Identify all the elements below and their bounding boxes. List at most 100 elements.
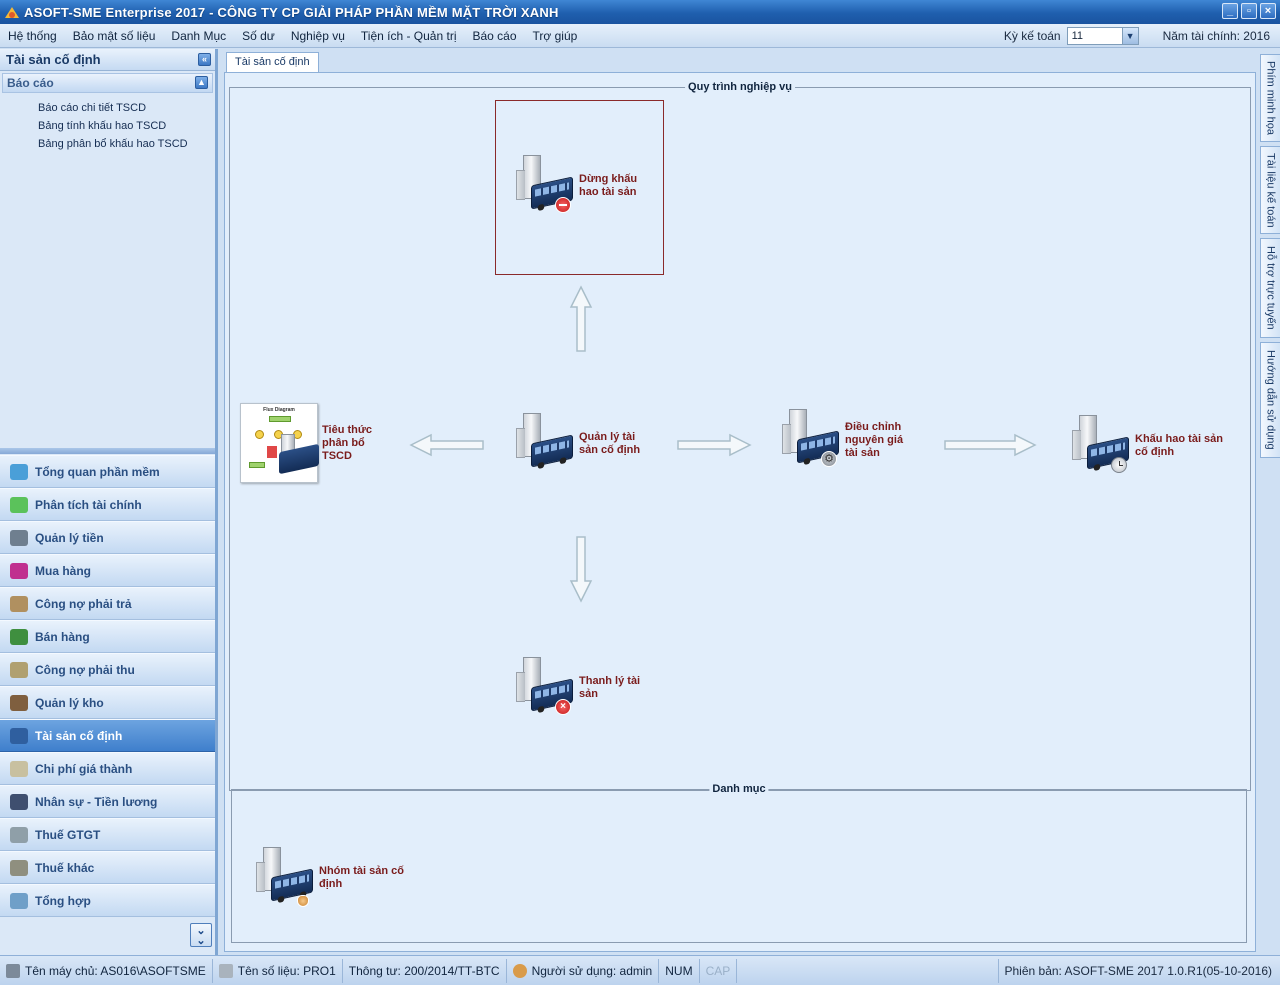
node-label: Khấu hao tài sản cố định: [1135, 433, 1224, 458]
left-pane-title-text: Tài sản cố định: [6, 52, 101, 67]
menu-he-thong[interactable]: Hệ thống: [8, 28, 57, 43]
period-label: Kỳ kế toán: [1003, 29, 1061, 43]
selected-node-frame: [495, 100, 664, 275]
nav-label: Tổng quan phần mềm: [35, 464, 160, 479]
database-text: Tên số liệu: PRO1: [237, 963, 336, 978]
node-nhom-tai-san[interactable]: Nhóm tài sản cố định: [249, 845, 419, 911]
node-dieu-chinh[interactable]: ⚙ Điều chỉnh nguyên giá tài sản: [775, 407, 915, 473]
user-text: Người sử dụng: admin: [531, 963, 653, 978]
rtab-label: Phím minh họa: [1264, 61, 1277, 135]
period-select[interactable]: 11 ▼: [1066, 27, 1139, 45]
node-khau-hao[interactable]: Khấu hao tài sản cố định: [1065, 413, 1235, 479]
asset-stop-icon: [509, 153, 575, 219]
server-text: Tên máy chủ: AS016\ASOFTSME: [25, 963, 206, 978]
overview-icon: [10, 463, 28, 480]
nav-chi-phi[interactable]: Chi phí giá thành: [0, 752, 215, 785]
reports-header[interactable]: Báo cáo ▲: [2, 73, 213, 93]
purchase-icon: [10, 562, 28, 579]
node-label: Tiêu thức phân bổ TSCD: [322, 423, 372, 462]
node-label: Thanh lý tài sản: [579, 675, 641, 700]
nav-mua-hang[interactable]: Mua hàng: [0, 554, 215, 587]
nav-label: Công nợ phải trả: [35, 596, 132, 611]
collapse-up-icon[interactable]: ▲: [195, 76, 208, 89]
asset-icon: [509, 411, 575, 477]
catalog-title: Danh mục: [709, 783, 769, 795]
node-label: Quản lý tài sản cố định: [579, 431, 641, 456]
period-value: 11: [1071, 30, 1084, 42]
status-server: Tên máy chủ: AS016\ASOFTSME: [0, 958, 213, 983]
tab-tai-lieu[interactable]: Tài liệu kế toán: [1260, 146, 1280, 234]
report-link-phan-bo[interactable]: Bảng phân bổ khấu hao TSCD: [38, 138, 188, 150]
status-version: Phiên bản: ASOFT-SME 2017 1.0.R1(05-10-2…: [997, 959, 1272, 983]
tab-ho-tro[interactable]: Hỗ trợ trực tuyến: [1260, 238, 1280, 338]
nav-label: Quản lý tiền: [35, 530, 104, 545]
restore-button[interactable]: ▫: [1241, 3, 1257, 19]
asset-cancel-icon: ×: [509, 655, 575, 721]
module-nav: Tổng quan phần mềm Phân tích tài chính Q…: [0, 455, 215, 917]
node-dung-khau-hao[interactable]: Dừng khấu hao tài sản: [509, 153, 649, 219]
nav-nhan-su[interactable]: Nhân sự - Tiền lương: [0, 785, 215, 818]
menu-danh-muc[interactable]: Danh Mục: [171, 28, 227, 43]
tab-huong-dan[interactable]: Hướng dẫn sử dụng: [1260, 342, 1280, 458]
status-database: Tên số liệu: PRO1: [213, 958, 343, 983]
nav-cong-no-tra[interactable]: Công nợ phải trả: [0, 587, 215, 620]
summary-icon: [10, 892, 28, 909]
receivable-icon: [10, 661, 28, 678]
nav-quan-ly-kho[interactable]: Quản lý kho: [0, 686, 215, 719]
menu-so-du[interactable]: Số dư: [242, 28, 275, 43]
node-thanh-ly[interactable]: × Thanh lý tài sản: [509, 655, 649, 721]
nav-tong-hop[interactable]: Tổng hợp: [0, 884, 215, 917]
report-list: Báo cáo chi tiết TSCD Bảng tính khấu hao…: [0, 93, 215, 153]
menu-tien-ich[interactable]: Tiện ích - Quản trị: [360, 28, 457, 43]
tax-icon: [10, 859, 28, 876]
chevron-down-icon[interactable]: ▼: [1121, 28, 1138, 44]
asset-gear-icon: ⚙: [775, 407, 841, 473]
app-logo-icon: [4, 4, 20, 20]
fiscal-year: Năm tài chính: 2016: [1162, 29, 1270, 43]
server-icon: [6, 963, 20, 978]
arrow-up-icon: [569, 285, 593, 352]
arrow-right-icon: [677, 433, 752, 457]
title-bar: ASOFT-SME Enterprise 2017 - CÔNG TY CP G…: [0, 0, 1280, 24]
tab-tai-san[interactable]: Tài sản cố định: [226, 52, 319, 72]
asset-icon: [10, 727, 28, 744]
node-label: Điều chỉnh nguyên giá tài sản: [845, 420, 904, 459]
workflow-title: Quy trình nghiệp vụ: [685, 81, 795, 93]
nav-phan-tich[interactable]: Phân tích tài chính: [0, 488, 215, 521]
nav-label: Chi phí giá thành: [35, 761, 133, 776]
minimize-button[interactable]: _: [1222, 3, 1238, 19]
status-circular: Thông tư: 200/2014/TT-BTC: [343, 958, 507, 983]
tab-phim-minh-hoa[interactable]: Phím minh họa: [1260, 54, 1280, 142]
nav-cong-no-thu[interactable]: Công nợ phải thu: [0, 653, 215, 686]
node-label: Nhóm tài sản cố định: [319, 865, 404, 890]
nav-label: Tổng hợp: [35, 893, 91, 908]
arrow-down-icon: [569, 536, 593, 603]
menu-bao-cao[interactable]: Báo cáo: [472, 28, 517, 43]
nav-label: Phân tích tài chính: [35, 497, 142, 512]
left-pane: Tài sản cố định « Báo cáo ▲ Báo cáo chi …: [0, 49, 218, 955]
close-button[interactable]: ×: [1260, 3, 1276, 19]
menu-tro-giup[interactable]: Trợ giúp: [532, 28, 578, 43]
right-sidebar: Phím minh họa Tài liệu kế toán Hỗ trợ tr…: [1258, 52, 1280, 952]
pane-splitter[interactable]: [0, 448, 215, 454]
more-modules-button[interactable]: ⌄⌄: [190, 923, 212, 947]
report-link-chi-tiet[interactable]: Báo cáo chi tiết TSCD: [38, 102, 147, 114]
vat-icon: [10, 826, 28, 843]
node-tieu-thuc[interactable]: Flux Diagram Tiêu thức phân bổ TSCD: [240, 403, 386, 483]
nav-thue-khac[interactable]: Thuế khác: [0, 851, 215, 884]
report-link-bang-tinh[interactable]: Bảng tính khấu hao TSCD: [38, 120, 167, 132]
nav-quan-ly-tien[interactable]: Quản lý tiền: [0, 521, 215, 554]
menu-bao-mat[interactable]: Bảo mật số liệu: [72, 28, 156, 43]
sales-icon: [10, 628, 28, 645]
nav-ban-hang[interactable]: Bán hàng: [0, 620, 215, 653]
menu-nghiep-vu[interactable]: Nghiệp vụ: [290, 28, 345, 43]
collapse-left-icon[interactable]: «: [198, 53, 211, 66]
node-label: Dừng khấu hao tài sản: [579, 173, 638, 198]
asset-hand-icon: [249, 845, 315, 911]
node-quan-ly[interactable]: Quản lý tài sản cố định: [509, 411, 649, 477]
nav-tong-quan[interactable]: Tổng quan phần mềm: [0, 455, 215, 488]
period-area: Kỳ kế toán 11 ▼ Năm tài chính: 2016: [1004, 24, 1270, 48]
nav-label: Quản lý kho: [35, 695, 104, 710]
nav-thue-gtgt[interactable]: Thuế GTGT: [0, 818, 215, 851]
nav-tai-san[interactable]: Tài sản cố định: [0, 719, 215, 752]
